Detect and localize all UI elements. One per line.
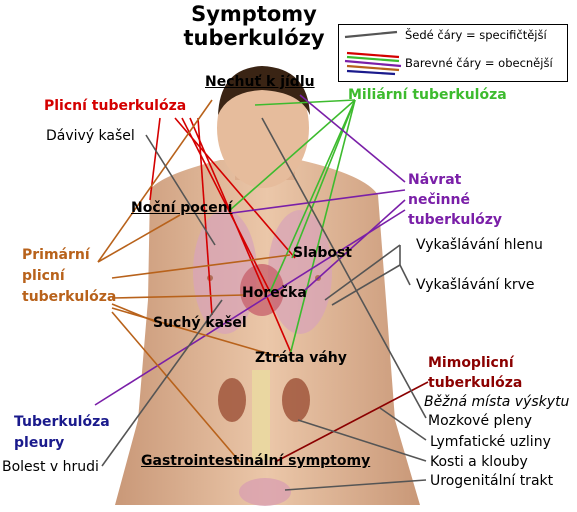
symptom-gi: Gastrointestinální symptomy [141, 453, 371, 469]
specific-blood: Vykašlávání krve [416, 277, 535, 293]
kidney-right [282, 378, 310, 422]
category-extra-1: Mimoplicní [428, 355, 514, 371]
specific-sputum: Vykašlávání hlenu [416, 237, 543, 253]
connector-lines [94, 94, 429, 491]
lung-right [268, 210, 332, 334]
category-reactivation-3: tuberkulózy [408, 212, 503, 228]
pelvis-shape [239, 478, 291, 506]
category-extra-2: tuberkulóza [428, 375, 523, 391]
category-extra-subtitle: Běžná místa výskytu [424, 394, 570, 410]
maroon-line [274, 381, 429, 463]
category-reactivation-1: Návrat [408, 172, 462, 188]
head-shape [217, 68, 309, 188]
orange-lines [97, 99, 291, 463]
symptom-weakness: Slabost [293, 245, 352, 261]
category-primary-1: Primární [22, 247, 90, 263]
category-miliary: Miliární tuberkulóza [348, 87, 507, 103]
kidney-left [218, 378, 246, 422]
symptom-appetite: Nechuť k jídlu [205, 74, 315, 90]
specific-productive-cough: Dávivý kašel [46, 128, 135, 144]
category-reactivation-2: nečinné [408, 192, 470, 208]
legend-gray-label: Šedé čáry = specifičtější [405, 28, 547, 42]
symptom-dry-cough: Suchý kašel [153, 315, 247, 331]
specific-bones: Kosti a klouby [430, 454, 528, 470]
symptom-weight-loss: Ztráta váhy [255, 350, 347, 366]
legend-box: Šedé čáry = specifičtější Barevné čáry =… [338, 24, 568, 82]
symptom-fever: Horečka [242, 285, 307, 301]
category-pulmonary: Plicní tuberkulóza [44, 98, 187, 114]
gray-lines [101, 117, 427, 491]
specific-chest-pain: Bolest v hrudi [2, 459, 99, 475]
category-primary-2: plicní [22, 268, 65, 284]
legend-color-label: Barevné čáry = obecnější [405, 56, 553, 70]
torso-shape [115, 160, 420, 505]
purple-lines [94, 94, 406, 406]
specific-urogenital: Urogenitální trakt [430, 473, 554, 489]
category-pleural-1: Tuberkulóza [14, 414, 110, 430]
heart-shape [240, 264, 284, 316]
spine-shape [252, 370, 270, 460]
specific-meninges: Mozkové pleny [428, 413, 533, 429]
category-pleural-2: pleury [14, 435, 65, 451]
category-primary-3: tuberkulóza [22, 289, 117, 305]
legend-swatches [344, 30, 402, 76]
symptom-night-sweats: Noční pocení [131, 200, 233, 216]
specific-lymph: Lymfatické uzliny [430, 434, 551, 450]
diagram-title: Symptomy tuberkulózy [183, 2, 325, 50]
lung-left [193, 210, 257, 334]
hair-shape [218, 66, 310, 115]
